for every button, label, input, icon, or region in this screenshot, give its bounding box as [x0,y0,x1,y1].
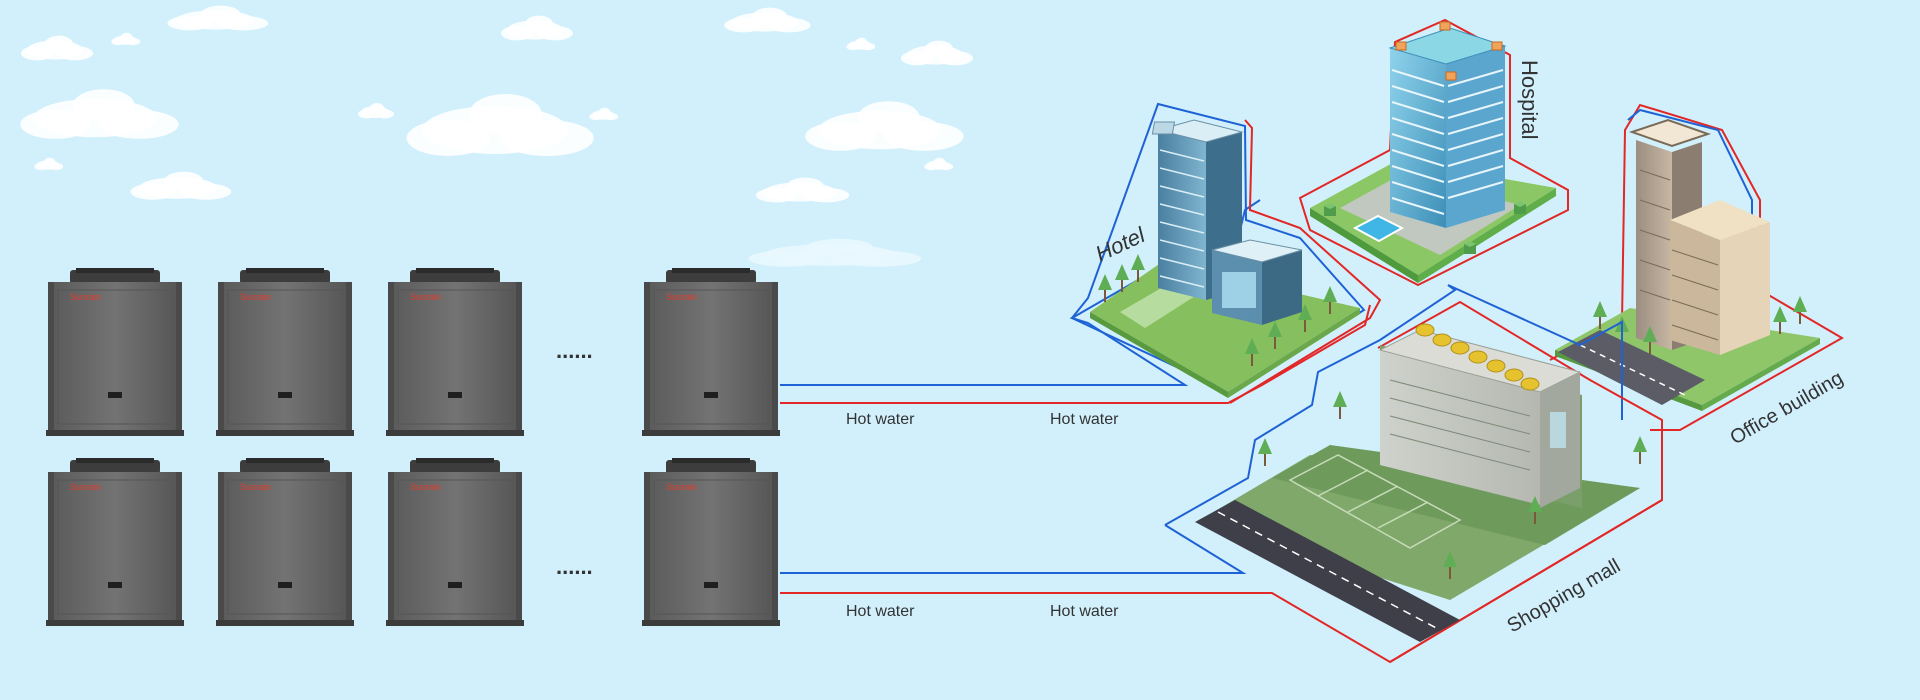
pipe-label-row1-b: Hot water [1050,411,1119,428]
pipe-label-row1-a: Hot water [846,411,915,428]
ellipsis-row1: ...... [556,338,593,363]
pipe-label-row2-b: Hot water [1050,603,1119,620]
cloud-layer [20,5,973,267]
vent-slot [448,392,462,398]
heat-pump-unit: Sunrain [46,458,184,626]
brand-logo: Sunrain [240,292,271,302]
office-building [1549,103,1845,431]
heat-pump-unit: Sunrain [386,268,524,436]
brand-logo: Sunrain [70,292,101,302]
shopping-mall-building [1164,284,1663,663]
hot-pipe-row1 [780,304,1371,404]
pipe-label-row2-a: Hot water [846,603,915,620]
hotel-building [1070,102,1382,404]
heat-pump-unit: Sunrain [216,458,354,626]
mall-label: Shopping mall [1504,555,1625,637]
brand-logo: Sunrain [410,482,441,492]
ellipsis-row2: ...... [556,554,593,579]
brand-logo: Sunrain [240,482,271,492]
vent-slot [278,392,292,398]
hospital-building [1298,18,1569,287]
vent-slot [278,582,292,588]
brand-logo: Sunrain [666,482,697,492]
vent-slot [108,582,122,588]
heat-pump-unit: Sunrain [386,458,524,626]
brand-logo: Sunrain [70,482,101,492]
vent-slot [108,392,122,398]
heat-pump-unit: Sunrain [216,268,354,436]
brand-logo: Sunrain [666,292,697,302]
vent-slot [704,582,718,588]
hotel-label: Hotel [1092,222,1150,267]
brand-logo: Sunrain [410,292,441,302]
hospital-label: Hospital [1517,60,1542,139]
heat-pump-unit: Sunrain [46,268,184,436]
cold-pipe-row2 [780,524,1247,574]
heat-pump-unit: Sunrain [642,268,780,436]
vent-slot [704,392,718,398]
heat-pump-unit: Sunrain [642,458,780,626]
vent-slot [448,582,462,588]
